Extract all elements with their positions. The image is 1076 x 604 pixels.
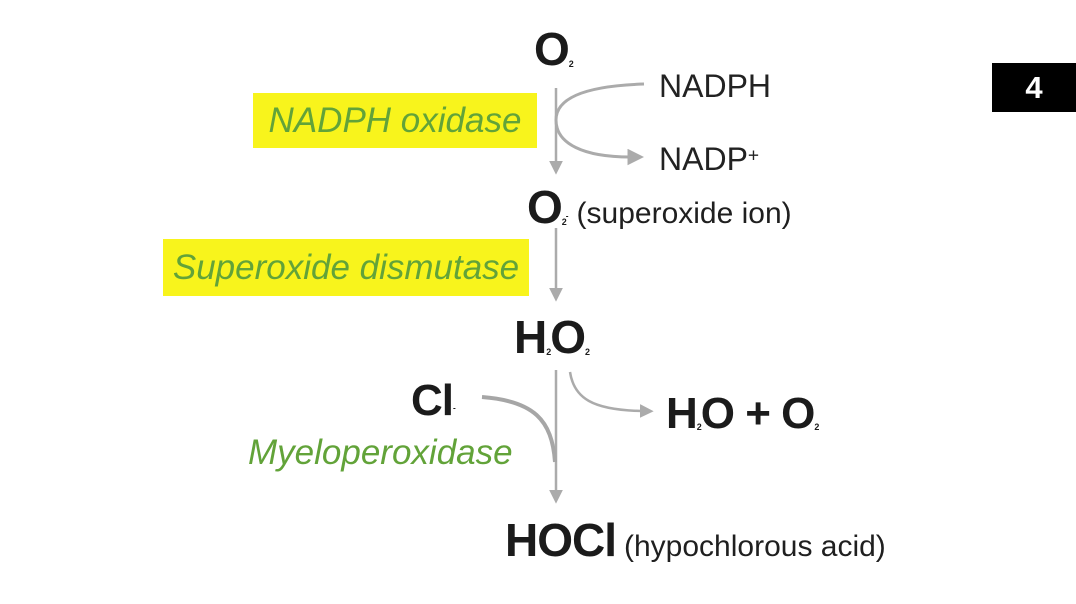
- node-nadph: NADPH: [659, 70, 771, 102]
- h2o2-part1: H: [514, 311, 547, 363]
- superoxide-note: (superoxide ion): [576, 197, 792, 230]
- myeloperoxidase-label: Myeloperoxidase: [248, 432, 513, 472]
- slide-number: 4: [1025, 69, 1043, 105]
- nadp-label: NADP: [659, 141, 748, 177]
- hocl-note: (hypochlorous acid): [624, 530, 886, 563]
- o2-subscript: 2: [568, 59, 574, 70]
- superoxide-minus-superscript: -: [565, 210, 569, 221]
- node-superoxide: O2-(superoxide ion): [527, 184, 792, 230]
- enzyme-superoxide-dismutase: Superoxide dismutase: [163, 239, 529, 296]
- enzyme-myeloperoxidase: Myeloperoxidase: [248, 432, 513, 472]
- chloride-minus-superscript: -: [453, 402, 456, 413]
- h2o-part1: H: [666, 389, 698, 438]
- slide-number-badge: 4: [992, 63, 1076, 112]
- node-h2o2: H2O2: [514, 311, 590, 363]
- hocl-formula: HOCl: [505, 514, 617, 566]
- node-chloride: Cl-: [411, 379, 456, 423]
- nadph-oxidase-label: NADPH oxidase: [268, 101, 522, 140]
- superoxide-dismutase-label: Superoxide dismutase: [172, 248, 520, 287]
- h2o-subscript2: 2: [814, 422, 819, 433]
- superoxide-subscript: 2: [561, 217, 567, 228]
- h2o2-subscript1: 2: [546, 347, 551, 358]
- arrow-nadph-to-nadp: [554, 82, 645, 166]
- node-o2: O2: [534, 23, 574, 75]
- nadph-label: NADPH: [659, 68, 772, 104]
- node-nadp: NADP+: [659, 143, 759, 175]
- h2o2-subscript2: 2: [585, 347, 590, 358]
- h2o-part2: O + O: [700, 389, 816, 438]
- enzyme-nadph-oxidase: NADPH oxidase: [253, 93, 537, 148]
- h2o2-part2: O: [550, 311, 586, 363]
- node-hocl: HOCl(hypochlorous acid): [505, 517, 886, 563]
- arrow-h2o2-to-h2o: [568, 371, 654, 418]
- superoxide-formula: O: [527, 181, 563, 233]
- chloride-formula: Cl: [411, 376, 454, 425]
- nadp-plus-superscript: +: [747, 145, 760, 167]
- node-h2o-o2: H2O + O2: [666, 389, 819, 438]
- o2-formula: O: [534, 23, 570, 75]
- h2o-subscript1: 2: [696, 422, 702, 433]
